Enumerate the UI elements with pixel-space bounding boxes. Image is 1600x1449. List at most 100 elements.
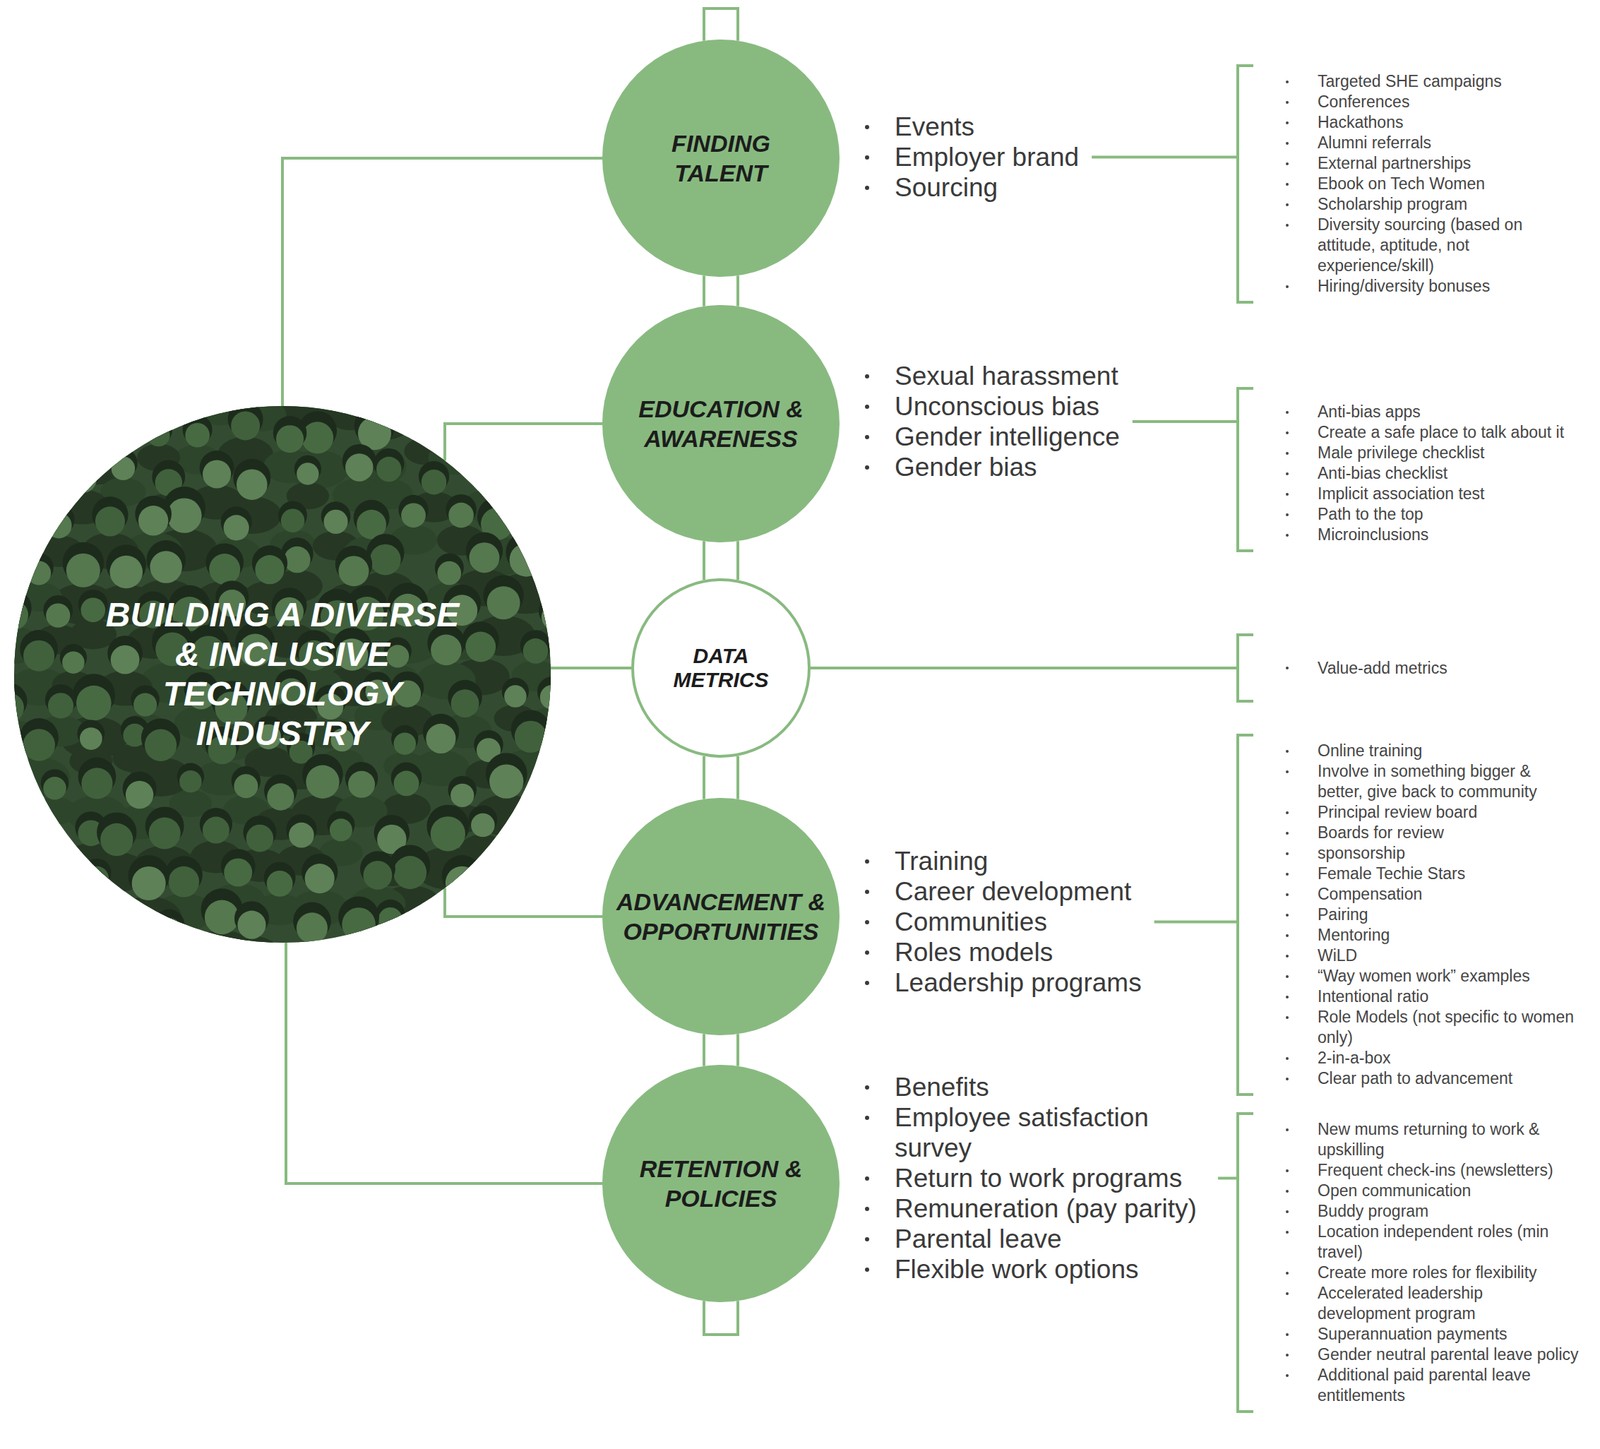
bracket xyxy=(1237,1113,1254,1412)
person-body xyxy=(451,940,505,943)
list-item: Path to the top xyxy=(1285,504,1564,525)
topic-list: BenefitsEmployee satisfaction surveyRetu… xyxy=(864,1071,1206,1285)
person-body xyxy=(500,936,547,943)
list-item: New mums returning to work & upskilling xyxy=(1285,1119,1579,1161)
list-item: Male privilege checklist xyxy=(1285,442,1564,464)
bullet-dot xyxy=(1285,285,1289,289)
person-face xyxy=(21,460,45,483)
circle-fill xyxy=(602,39,840,277)
bracket-link xyxy=(1154,920,1238,924)
person-face xyxy=(414,417,438,440)
list-item: 2-in-a-box xyxy=(1285,1047,1579,1069)
connector-path xyxy=(444,423,603,462)
connector-path xyxy=(702,1033,706,1066)
person-face xyxy=(542,503,551,536)
person-hair xyxy=(14,406,30,443)
list-text: Involve in something bigger & better, gi… xyxy=(1317,761,1579,803)
bullet-dot xyxy=(1285,451,1289,455)
list-text: External partnerships xyxy=(1317,153,1471,174)
person-body xyxy=(33,888,77,917)
list-item: Compensation xyxy=(1285,884,1579,905)
person-face xyxy=(28,917,55,943)
bullet-dot xyxy=(1285,954,1289,958)
list-item: External partnerships xyxy=(1285,153,1579,174)
list-item: Online training xyxy=(1285,740,1579,762)
circle-outline xyxy=(602,797,840,1036)
list-item: Clear path to advancement xyxy=(1285,1068,1579,1089)
list-text: Mentoring xyxy=(1317,924,1390,946)
list-item: Microinclusions xyxy=(1285,524,1564,546)
list-item: Intentional ratio xyxy=(1285,986,1579,1007)
bullet-dot xyxy=(1285,80,1289,84)
person-body xyxy=(14,843,51,874)
list-item: Ebook on Tech Women xyxy=(1285,173,1579,195)
bullet-dot xyxy=(864,980,870,985)
list-text: Benefits xyxy=(894,1071,990,1103)
person-hair xyxy=(492,410,531,450)
topic-list: EventsEmployer brandSourcing xyxy=(864,111,1079,203)
person-face xyxy=(14,415,27,446)
bullet-dot xyxy=(1285,162,1289,166)
list-text: Female Techie Stars xyxy=(1317,863,1466,885)
list-text: Value-add metrics xyxy=(1317,658,1448,679)
category-circle: EDUCATION & AWARENESS xyxy=(602,305,840,543)
photo-ground xyxy=(14,406,551,943)
list-text: Create more roles for flexibility xyxy=(1317,1262,1538,1283)
bullet-dot xyxy=(1285,995,1289,999)
bullet-dot xyxy=(1285,1016,1289,1019)
list-text: Training xyxy=(894,845,988,877)
person-body xyxy=(494,848,551,884)
person-face xyxy=(495,421,528,454)
person-body xyxy=(416,933,461,943)
bullet-dot xyxy=(864,374,870,379)
person-body xyxy=(14,480,55,508)
bullet-dot xyxy=(1285,1230,1289,1234)
list-text: Ebook on Tech Women xyxy=(1317,173,1485,195)
list-text: Anti-bias apps xyxy=(1317,401,1421,423)
person-body xyxy=(14,841,15,883)
list-text: Alumni referrals xyxy=(1317,132,1432,154)
metrics-circle: DATA METRICS xyxy=(631,578,811,758)
person-face xyxy=(463,915,492,943)
person-body xyxy=(92,406,150,442)
bullet-dot xyxy=(864,859,870,864)
person-body xyxy=(480,449,543,489)
bullet-dot xyxy=(864,404,870,409)
circle-outline xyxy=(14,406,551,943)
bullet-dot xyxy=(1285,203,1289,207)
person-face xyxy=(15,821,40,846)
list-item: Employer brand xyxy=(864,141,1079,173)
list-item: Parental leave xyxy=(864,1223,1206,1255)
person-hair xyxy=(472,454,507,489)
list-text: Sexual harassment xyxy=(894,360,1119,392)
connector-line xyxy=(282,158,603,407)
person-hair xyxy=(541,849,551,887)
circle-fill xyxy=(602,1064,840,1303)
bullet-dot xyxy=(864,465,870,470)
bullet-dot xyxy=(1285,872,1289,876)
person-hair xyxy=(520,450,551,481)
person-face xyxy=(14,780,29,807)
connector-line xyxy=(285,942,603,1184)
circle-fill xyxy=(602,305,840,543)
person-hair xyxy=(52,899,95,942)
person-hair xyxy=(25,908,58,941)
list-text: Role Models (not specific to women only) xyxy=(1317,1006,1579,1048)
person-body xyxy=(490,893,540,925)
list-item: Gender neutral parental leave policy xyxy=(1285,1344,1579,1365)
person-body xyxy=(500,406,551,427)
list-item: Principal review board xyxy=(1285,802,1579,823)
person-body xyxy=(74,886,120,916)
list-item: Superannuation payments xyxy=(1285,1323,1579,1345)
list-text: Compensation xyxy=(1317,884,1423,905)
connector-path xyxy=(736,275,740,306)
person-face xyxy=(40,420,75,456)
bracket xyxy=(1237,65,1254,303)
detail-list: Online trainingInvolve in something bigg… xyxy=(1285,740,1579,1089)
person-face xyxy=(545,859,551,889)
list-item: Communities xyxy=(864,906,1142,937)
list-text: Male privilege checklist xyxy=(1317,442,1485,464)
list-item: Return to work programs xyxy=(864,1162,1206,1194)
list-text: Career development xyxy=(894,876,1132,907)
bracket-link xyxy=(1218,1177,1238,1180)
